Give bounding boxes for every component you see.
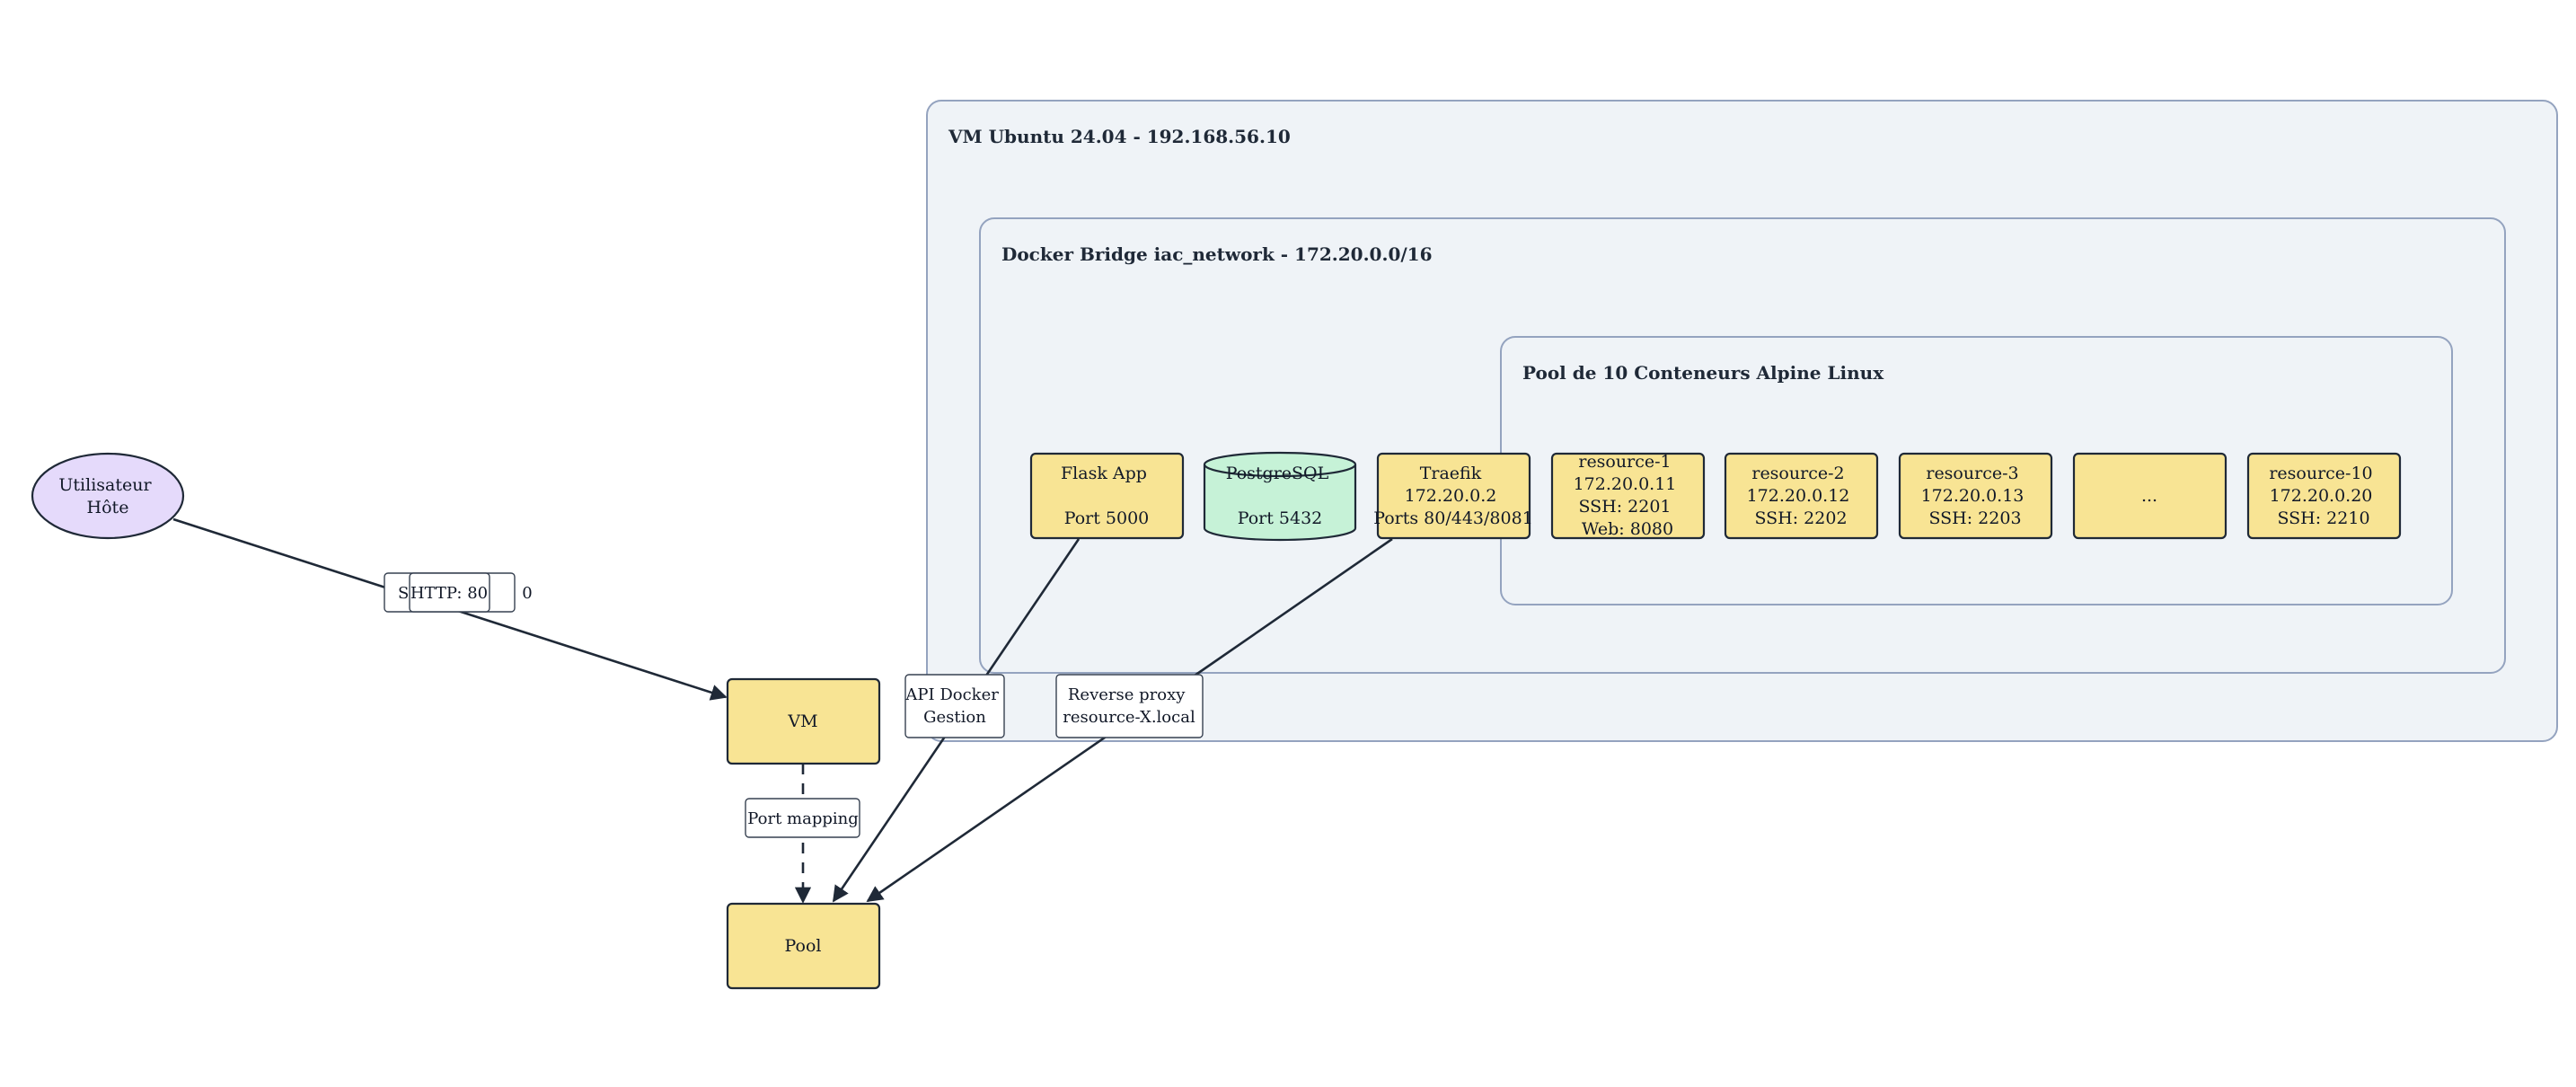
node-ellipsis-label: ...: [2141, 486, 2157, 506]
edge-label-port-mapping-text: Port mapping: [747, 809, 859, 828]
node-flask-app[interactable]: Flask App Port 5000: [1029, 452, 1185, 540]
cluster-vm-ubuntu-title: VM Ubuntu 24.04 - 192.168.56.10: [948, 126, 1291, 147]
node-user[interactable]: Utilisateur Hôte: [31, 452, 185, 540]
node-resource-10[interactable]: resource-10 172.20.0.20 SSH: 2210: [2246, 452, 2402, 540]
node-pool[interactable]: Pool: [726, 902, 881, 990]
edge-label-reverse-proxy: Reverse proxy resource-X.local: [1055, 674, 1204, 738]
node-resource-3[interactable]: resource-3 172.20.0.13 SSH: 2203: [1898, 452, 2053, 540]
edge-label-http-text: HTTP: 80: [410, 584, 488, 603]
node-user-label: Utilisateur Hôte: [58, 475, 156, 517]
node-resource-1[interactable]: resource-1 172.20.0.11 SSH: 2201 Web: 80…: [1550, 452, 1706, 540]
edge-label-port-mapping: Port mapping: [745, 798, 860, 838]
edge-label-http: HTTP: 80: [409, 572, 490, 613]
node-traefik-label: Traefik 172.20.0.2 Ports 80/443/8081: [1373, 464, 1533, 528]
edge-label-api-docker-text: API Docker Gestion: [904, 685, 1003, 727]
node-postgresql[interactable]: PostgreSQL Port 5432: [1203, 451, 1357, 542]
node-resource-3-label: resource-3 172.20.0.13 SSH: 2203: [1921, 464, 2030, 528]
edge-label-api-docker: API Docker Gestion: [904, 674, 1005, 738]
node-flask-app-label: Flask App Port 5000: [1061, 464, 1152, 528]
node-postgresql-label: PostgreSQL Port 5432: [1226, 464, 1335, 528]
node-ellipsis[interactable]: ...: [2072, 452, 2228, 540]
node-vm[interactable]: VM: [726, 677, 881, 765]
node-resource-1-label: resource-1 172.20.0.11 SSH: 2201 Web: 80…: [1574, 452, 1682, 539]
node-traefik[interactable]: Traefik 172.20.0.2 Ports 80/443/8081: [1373, 452, 1533, 540]
node-pool-label: Pool: [785, 936, 822, 956]
node-resource-2-label: resource-2 172.20.0.12 SSH: 2202: [1747, 464, 1856, 528]
node-resource-10-label: resource-10 172.20.0.20 SSH: 2210: [2269, 464, 2378, 528]
cluster-container-pool-title: Pool de 10 Conteneurs Alpine Linux: [1522, 362, 1884, 384]
cluster-docker-bridge-title: Docker Bridge iac_network - 172.20.0.0/1…: [1001, 243, 1433, 265]
node-resource-2[interactable]: resource-2 172.20.0.12 SSH: 2202: [1724, 452, 1879, 540]
edge-label-reverse-proxy-text: Reverse proxy resource-X.local: [1063, 685, 1195, 727]
node-vm-label: VM: [787, 711, 817, 731]
